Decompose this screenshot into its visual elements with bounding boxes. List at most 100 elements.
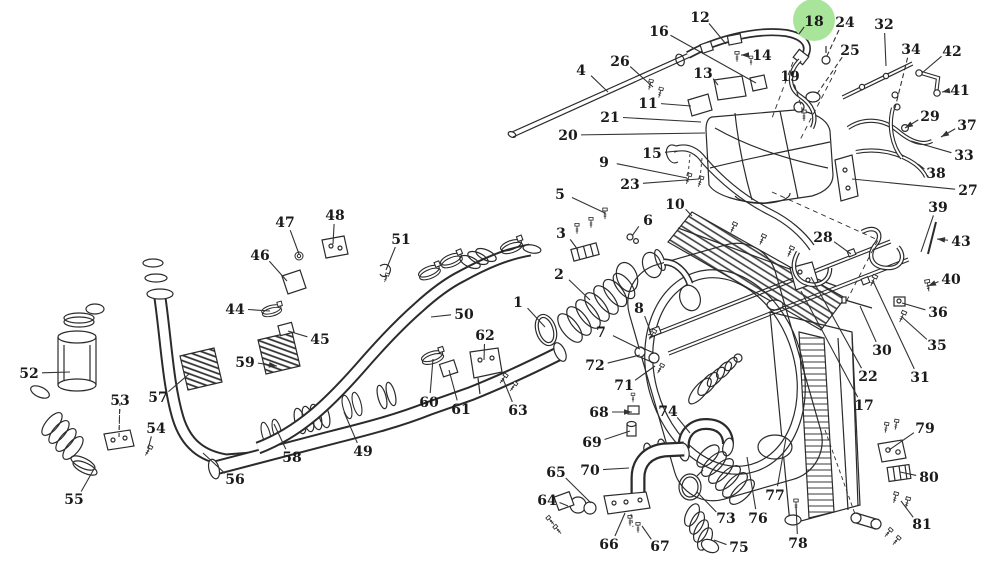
part-number-label: 64 [537, 493, 557, 509]
leader-line [884, 32, 887, 67]
leader-line [502, 378, 513, 403]
leader-line [580, 132, 706, 136]
callout-71: 71 [614, 365, 656, 394]
part-number-label: 32 [874, 17, 893, 33]
part-number-label: 81 [912, 517, 931, 533]
part-number-label: 61 [451, 402, 470, 418]
part-number-label: 21 [600, 110, 619, 126]
callout-74: 74 [658, 404, 691, 434]
leader-line [660, 103, 692, 107]
leader-line [612, 335, 641, 350]
callout-49: 49 [343, 411, 373, 460]
callout-70: 70 [580, 463, 630, 479]
part-number-label: 34 [901, 42, 921, 58]
callout-52: 52 [19, 366, 71, 382]
callout-28: 28 [813, 230, 852, 255]
leader-arrowhead [928, 280, 937, 286]
part-number-label: 52 [19, 366, 38, 382]
callout-20: 20 [558, 128, 706, 144]
heat-shields [179, 235, 391, 391]
part-number-label: 38 [926, 166, 945, 182]
part-number-label: 27 [958, 183, 977, 199]
leader-line [571, 197, 606, 214]
callout-5: 5 [555, 187, 606, 214]
leader-line [708, 23, 727, 45]
part-number-label: 45 [310, 332, 329, 348]
part-number-label: 58 [282, 450, 301, 466]
callout-21: 21 [600, 110, 702, 126]
callout-51: 51 [385, 232, 411, 271]
leader-line [795, 504, 798, 535]
leader-line [800, 290, 859, 398]
part-number-label: 23 [620, 177, 639, 193]
part-number-label: 42 [942, 44, 961, 60]
part-number-label: 41 [950, 83, 969, 99]
part-number-label: 18 [804, 14, 823, 30]
leader-line [568, 279, 591, 301]
part-number-label: 36 [928, 305, 947, 321]
part-number-label: 11 [638, 96, 657, 112]
callout-2: 2 [554, 267, 591, 301]
part-number-label: 70 [580, 463, 600, 479]
leader-line [888, 432, 915, 451]
callout-36: 36 [901, 302, 948, 321]
leader-line [168, 373, 190, 393]
part-number-label: 26 [610, 54, 629, 70]
callout-31: 31 [872, 280, 930, 386]
leader-line [287, 330, 308, 338]
part-number-label: 5 [555, 187, 565, 203]
part-number-label: 2 [554, 267, 564, 283]
leader-line [910, 140, 952, 154]
callout-26: 26 [610, 54, 654, 88]
diagram-line-art [30, 28, 941, 554]
leader-line [527, 307, 546, 328]
leader-line [793, 84, 805, 116]
leader-line [872, 280, 915, 370]
callout-13: 13 [693, 66, 719, 86]
callout-47: 47 [275, 215, 300, 255]
leader-line [921, 55, 942, 74]
part-number-label: 10 [665, 197, 685, 213]
callout-6: 6 [631, 213, 653, 237]
callout-66: 66 [599, 512, 626, 553]
callout-15: 15 [642, 146, 678, 162]
callout-46: 46 [250, 248, 288, 282]
callout-23: 23 [620, 177, 700, 193]
callout-73: 73 [696, 491, 736, 527]
part-number-label: 60 [419, 395, 439, 411]
leader-line [559, 501, 569, 507]
leader-line [332, 223, 335, 245]
callout-32: 32 [874, 17, 894, 67]
part-number-label: 30 [872, 343, 892, 359]
callout-76: 76 [746, 456, 768, 527]
leader-line [602, 467, 630, 471]
callout-4: 4 [576, 63, 609, 93]
part-number-label: 33 [954, 148, 973, 164]
callout-48: 48 [325, 208, 345, 245]
part-number-label: 15 [642, 146, 661, 162]
leader-line [569, 239, 579, 251]
part-number-label: 79 [915, 421, 934, 437]
part-number-label: 71 [614, 378, 633, 394]
part-number-label: 76 [748, 511, 767, 527]
callout-44: 44 [225, 302, 271, 318]
callout-75: 75 [713, 539, 749, 556]
part-number-label: 12 [690, 10, 709, 26]
part-number-label: 28 [813, 230, 832, 246]
callout-60: 60 [419, 358, 439, 411]
part-number-label: 51 [391, 232, 410, 248]
part-number-label: 35 [927, 338, 946, 354]
part-number-label: 67 [650, 539, 669, 555]
callout-8: 8 [634, 301, 652, 334]
leader-line [634, 365, 656, 381]
leader-line [385, 246, 396, 271]
callout-1: 1 [513, 295, 546, 328]
part-number-label: 3 [556, 226, 566, 242]
part-number-label: 44 [225, 302, 245, 318]
callout-78: 78 [788, 504, 808, 552]
callout-68: 68 [589, 405, 632, 421]
leader-line [712, 78, 719, 86]
part-number-label: 75 [729, 540, 748, 556]
leader-arrowhead [268, 362, 277, 368]
callout-53: 53 [110, 393, 130, 438]
